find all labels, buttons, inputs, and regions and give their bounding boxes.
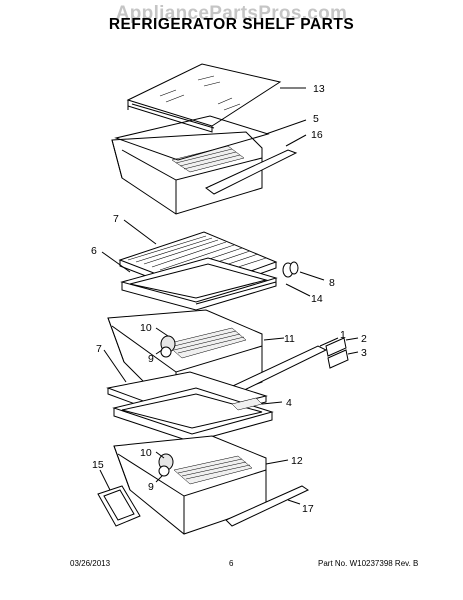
callout-15: 15 — [92, 459, 104, 471]
callout-9a: 9 — [148, 353, 154, 365]
bottom-crisper-drawer-group — [97, 435, 310, 535]
callout-2: 2 — [361, 333, 367, 345]
callout-4: 4 — [286, 397, 292, 409]
middle-shelf-group — [118, 231, 299, 311]
leader-lines — [99, 87, 359, 505]
callout-7a: 7 — [113, 213, 119, 225]
footer-page: 6 — [229, 559, 234, 568]
callout-5: 5 — [313, 113, 319, 125]
lower-shelf-group — [106, 371, 274, 443]
callout-9b: 9 — [148, 481, 154, 493]
callout-labels: 13 5 16 7 6 8 14 10 9 11 1 2 3 7 4 10 9 … — [91, 83, 367, 515]
top-crisper-drawer-group — [111, 63, 298, 215]
callout-16: 16 — [311, 129, 323, 141]
callout-8: 8 — [329, 277, 335, 289]
diagram-title: REFRIGERATOR SHELF PARTS — [108, 16, 355, 33]
callout-6: 6 — [91, 245, 97, 257]
callout-10b: 10 — [140, 447, 152, 459]
crisper-cover-glass — [126, 63, 282, 133]
callout-11: 11 — [284, 333, 295, 345]
callout-17: 17 — [302, 503, 314, 515]
callout-14: 14 — [311, 293, 323, 305]
footer-part-number: Part No. W10237398 Rev. B — [318, 559, 419, 568]
callout-10a: 10 — [140, 322, 152, 334]
callout-3: 3 — [361, 347, 367, 359]
callout-1: 1 — [340, 329, 346, 341]
callout-12: 12 — [291, 455, 303, 467]
shelf-knob — [282, 261, 299, 278]
footer-date: 03/26/2013 — [70, 559, 111, 568]
callout-7b: 7 — [96, 343, 102, 355]
watermark: AppliancePartsPros.com — [115, 3, 348, 24]
callout-13: 13 — [313, 83, 325, 95]
